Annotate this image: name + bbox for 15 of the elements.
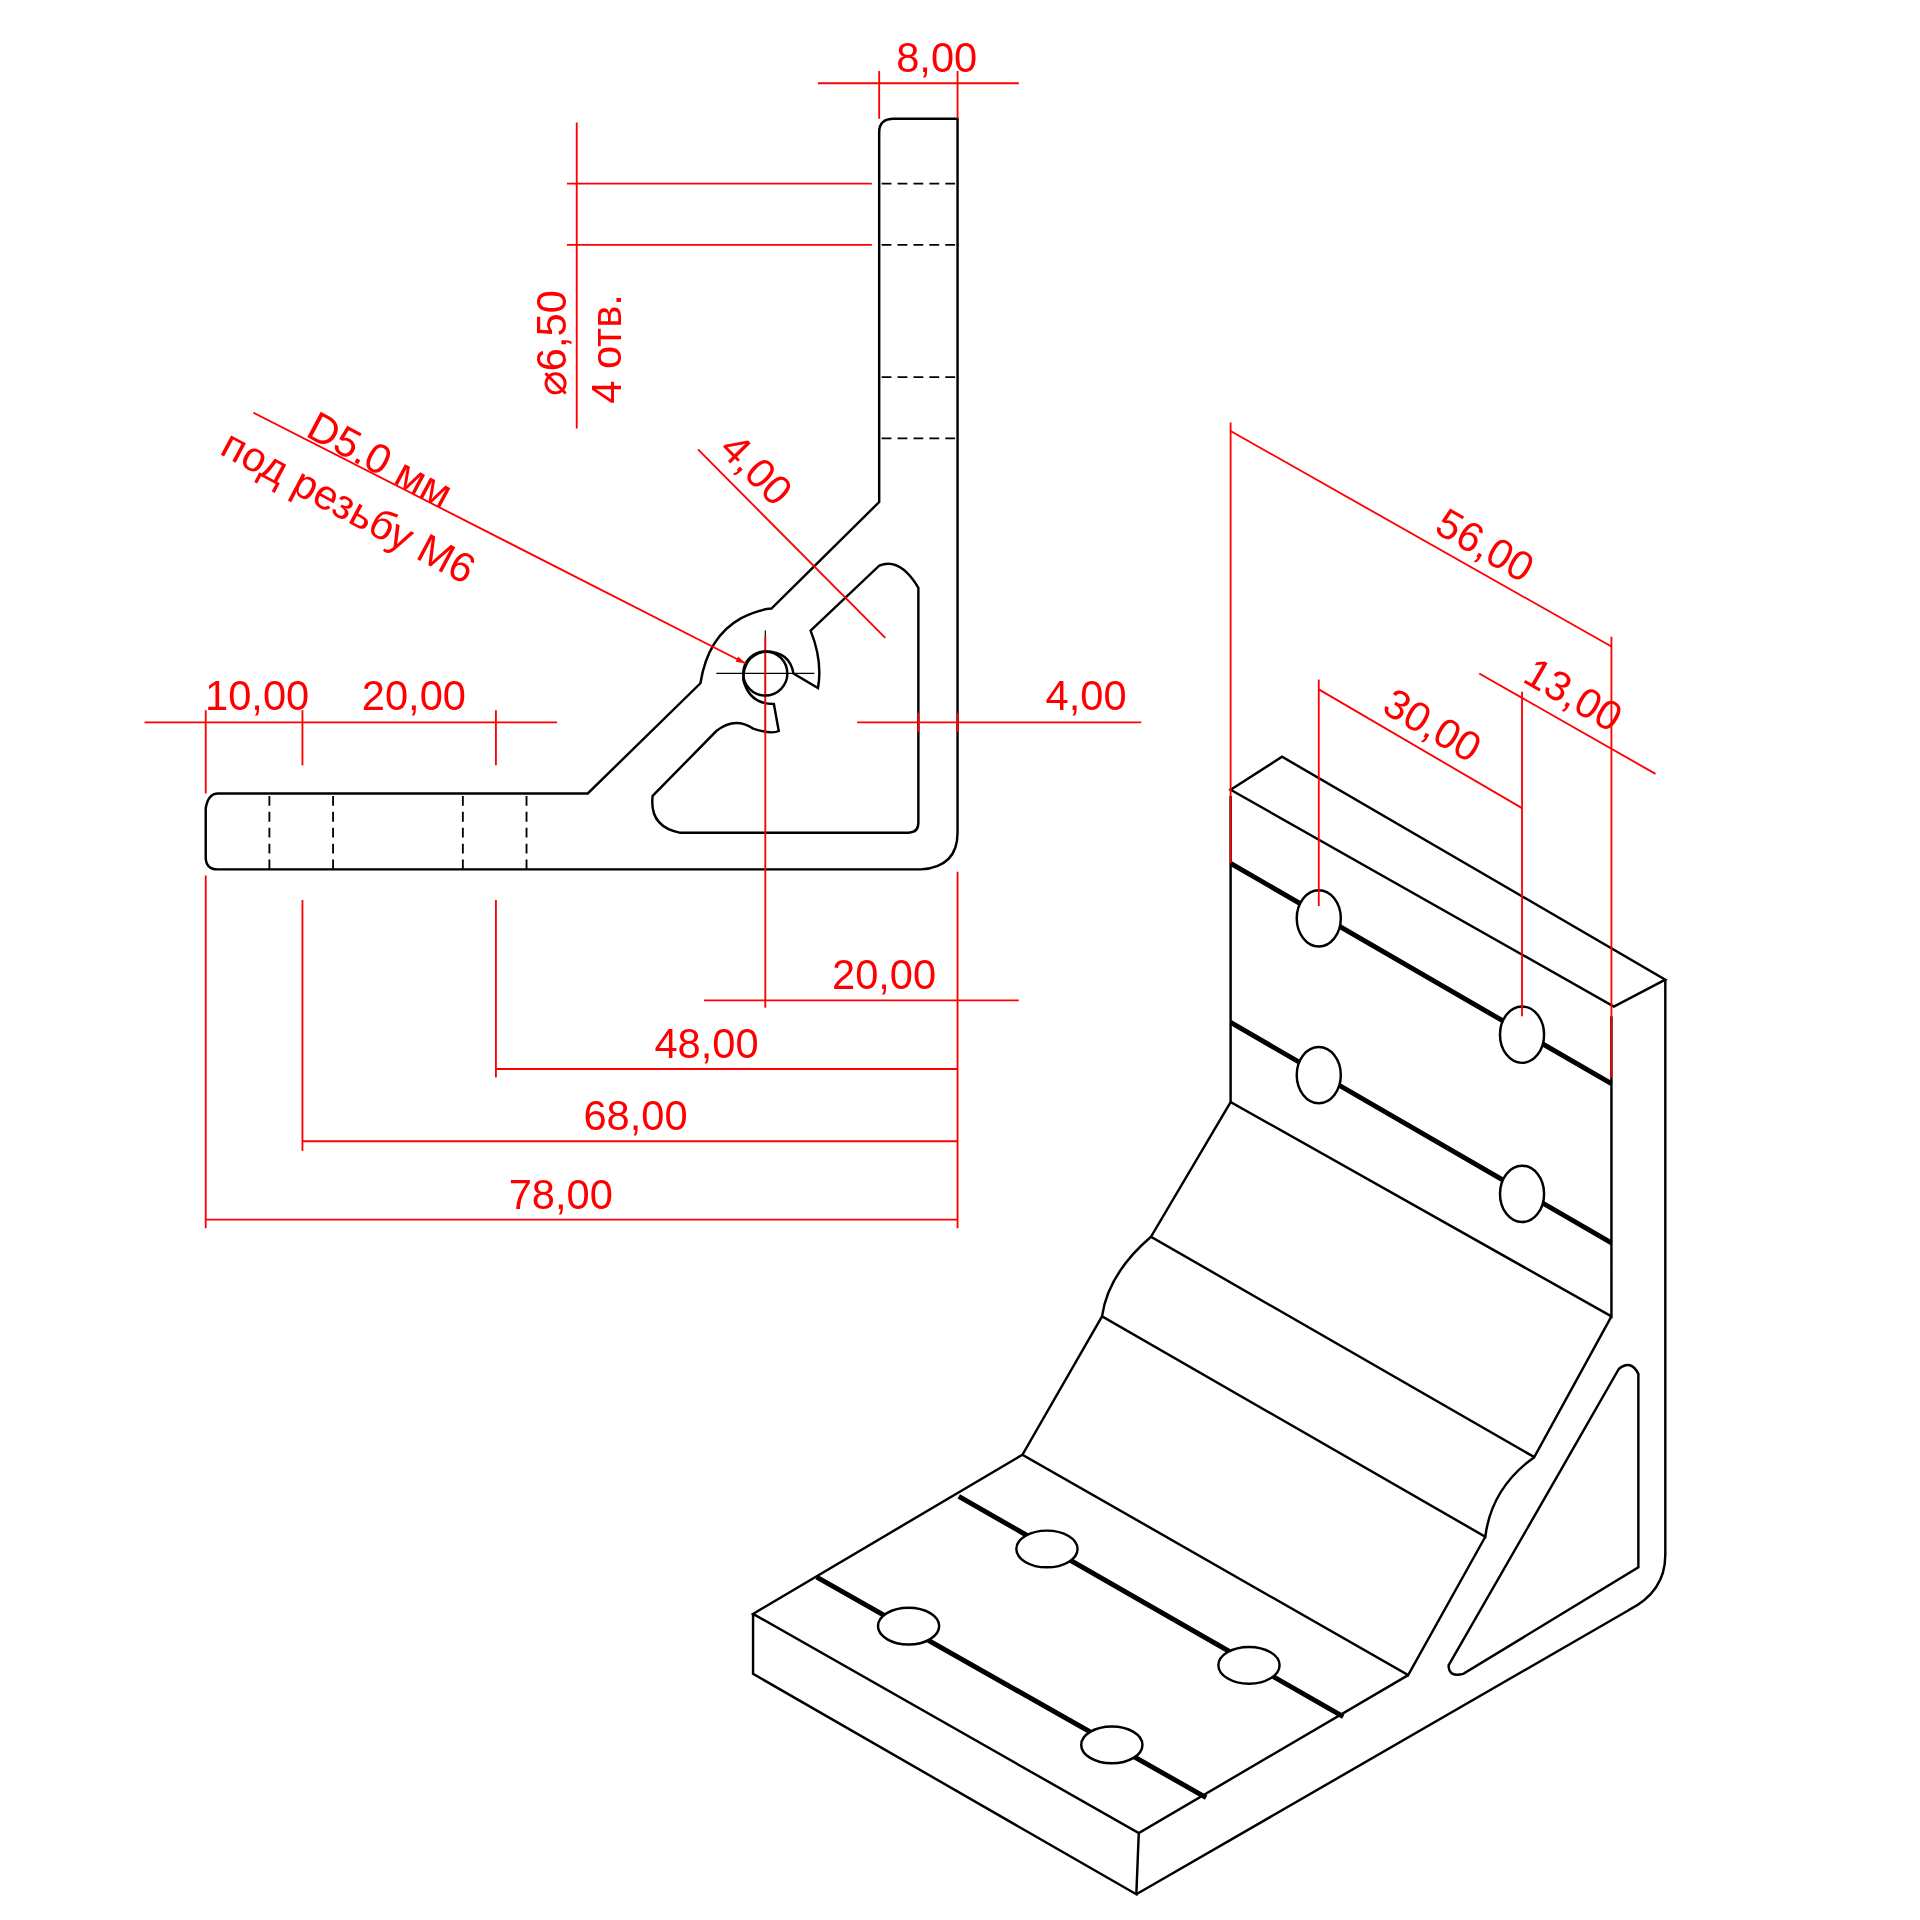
dimension-value: 48,00 — [654, 1022, 759, 1065]
dimension-value: ⌀6,50 — [530, 290, 572, 396]
dimension-value: 30,00 — [1377, 680, 1489, 769]
dimension-value: 10,00 — [205, 674, 310, 717]
leader-line — [252, 411, 747, 665]
dimension-value: 13,00 — [1517, 650, 1629, 739]
dimension-value: 4 отв. — [585, 294, 627, 404]
dimension-value: 68,00 — [583, 1094, 688, 1137]
dimension-value: 20,00 — [361, 674, 466, 717]
dimension-value: 20,00 — [832, 953, 937, 996]
dimension-value: 78,00 — [508, 1173, 613, 1215]
threaded-hole — [742, 650, 789, 697]
dimension-value: 8,00 — [896, 36, 978, 79]
dimension-value: 4,00 — [713, 425, 801, 513]
dimension-value: 4,00 — [1045, 674, 1127, 717]
